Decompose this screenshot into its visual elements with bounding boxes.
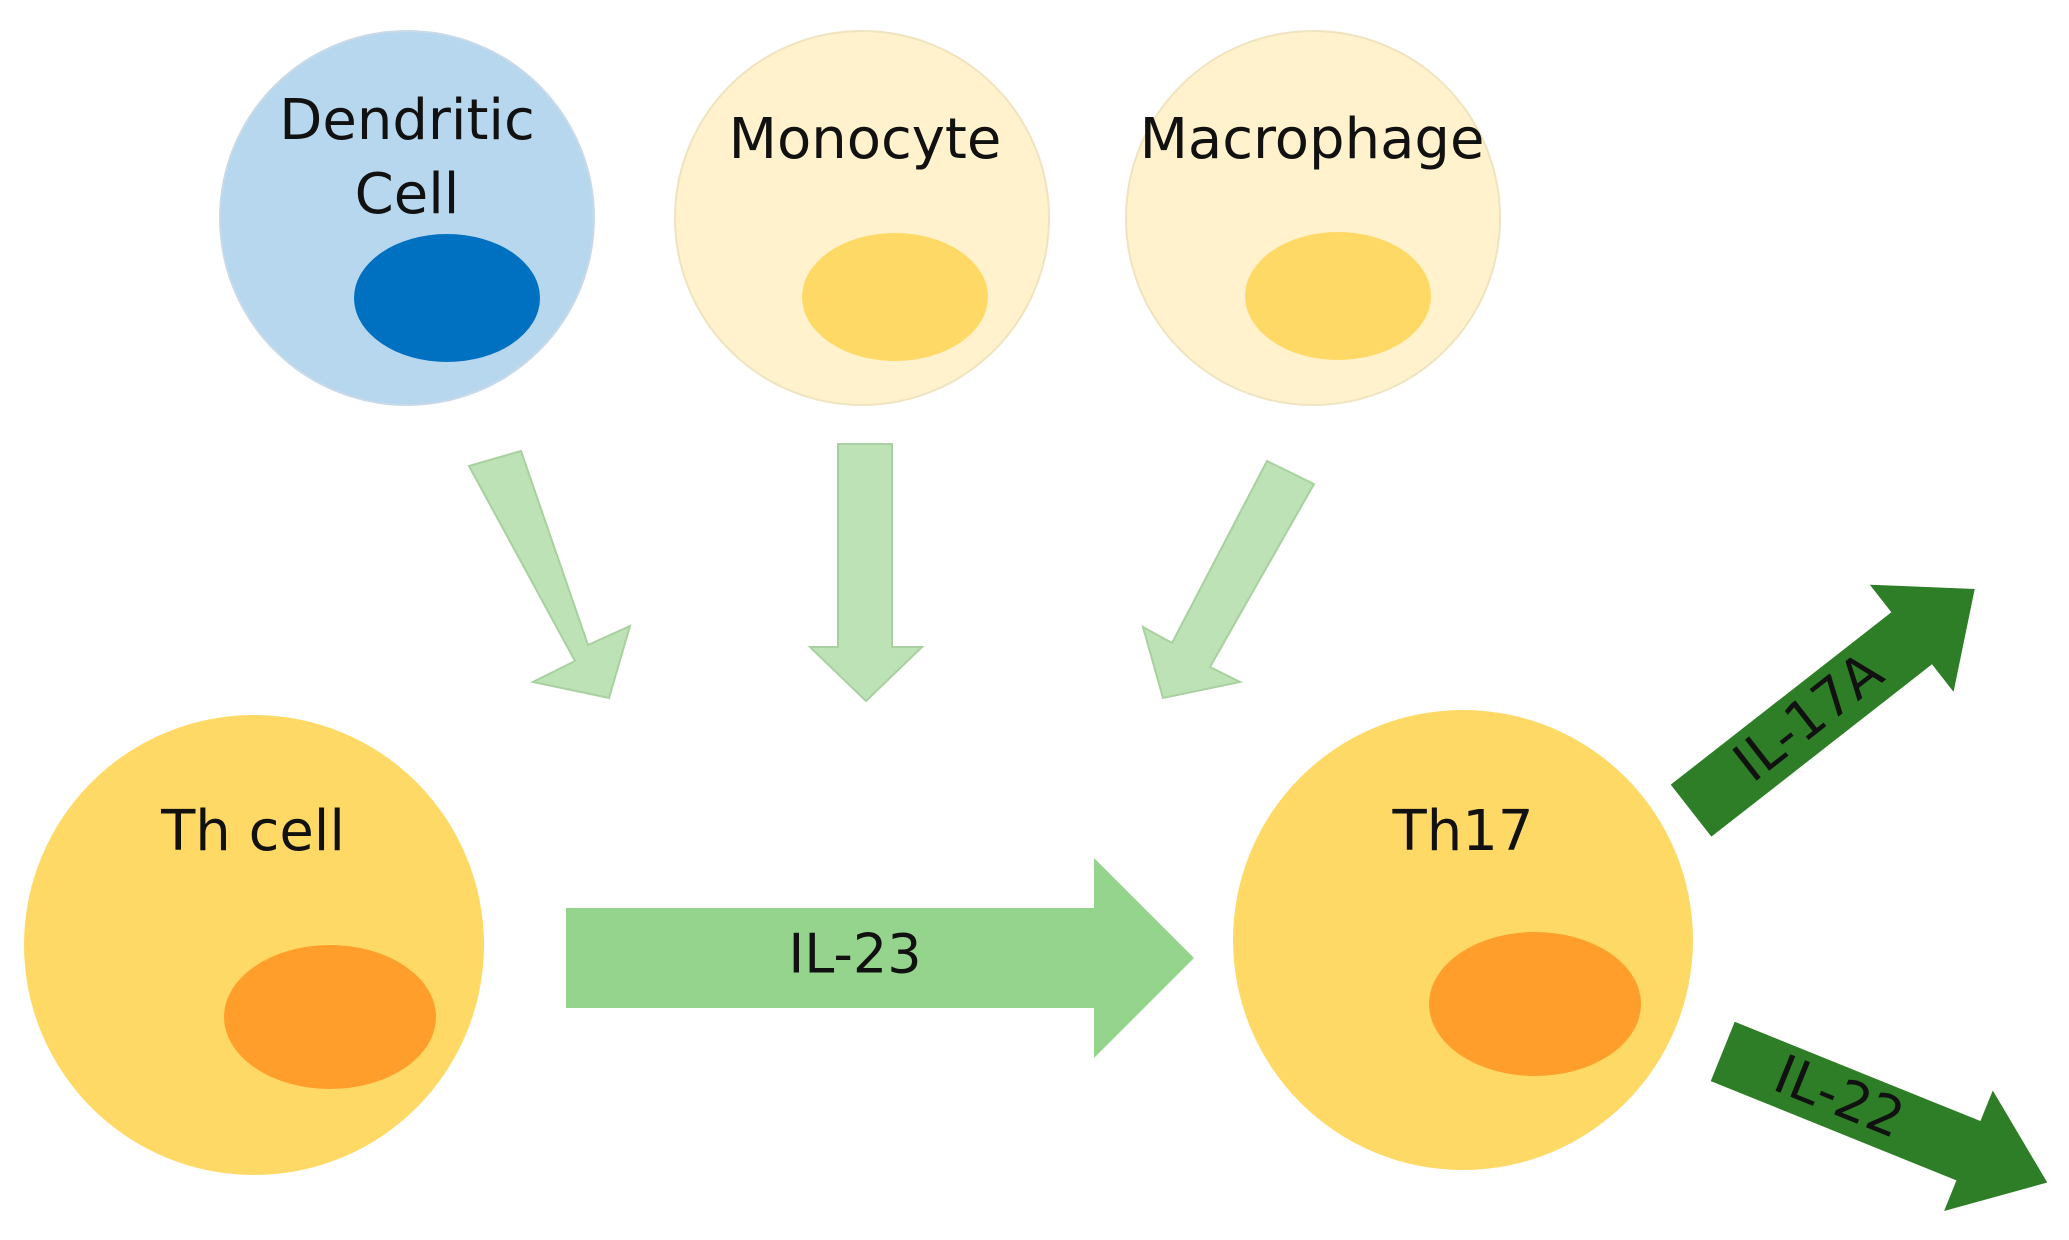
dendritic-cell: Dendritic Cell [219, 30, 595, 406]
dendritic-cell-nucleus [354, 234, 540, 362]
macrophage-nucleus [1245, 232, 1431, 360]
th17-label: Th17 [1392, 799, 1534, 864]
th-cell-label: Th cell [160, 799, 345, 864]
th17-cell: Th17 [1233, 710, 1693, 1170]
dendritic-cell-label-line1: Dendritic [279, 88, 535, 153]
macrophage-cell: Macrophage [1125, 30, 1501, 406]
il22-arrow: IL-22 [1710, 1021, 2048, 1211]
arrow-dendritic-to-il23 [467, 449, 632, 700]
macrophage-label: Macrophage [1140, 107, 1485, 172]
th-cell: Th cell [24, 715, 484, 1175]
il17a-arrow-shape [1670, 584, 1975, 837]
monocyte-label: Monocyte [729, 107, 1002, 172]
il17a-arrow: IL-17A [1670, 584, 1975, 837]
arrow-monocyte-to-il23 [807, 443, 925, 703]
monocyte-nucleus [802, 233, 988, 361]
arrow-macrophage-to-il23 [1141, 459, 1316, 700]
dendritic-cell-label-line2: Cell [355, 162, 460, 227]
th17-nucleus [1429, 932, 1641, 1076]
monocyte-cell: Monocyte [674, 30, 1050, 406]
il17a-arrow-label: IL-17A [1722, 640, 1895, 794]
il23-arrow-label: IL-23 [788, 923, 921, 986]
th17-body [1233, 710, 1693, 1170]
signal-arrows [467, 443, 1316, 703]
th-cell-nucleus [224, 945, 436, 1089]
il22-arrow-label: IL-22 [1766, 1042, 1913, 1150]
il23-arrow-shape [566, 858, 1194, 1058]
th-cell-body [24, 715, 484, 1175]
il23-arrow: IL-23 [566, 858, 1194, 1058]
il22-arrow-shape [1710, 1021, 2048, 1211]
